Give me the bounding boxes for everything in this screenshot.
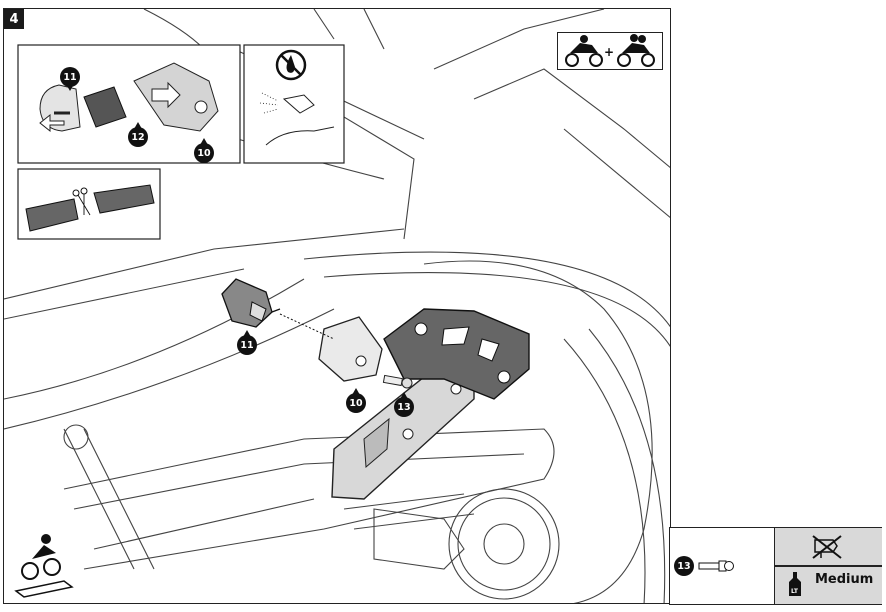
svg-text:+: + (604, 45, 614, 59)
callout-11-main: 11 (237, 330, 257, 355)
step-number-badge: 4 (4, 9, 24, 29)
detail-inset-cleaning (243, 44, 345, 164)
callout-11-detail: 11 (60, 67, 80, 91)
legend-part-13-number: 13 (674, 556, 694, 576)
bolt-13-icon (698, 560, 734, 572)
two-up-riding-icon: + (557, 32, 663, 70)
legend-instructions-column: LT Medium (774, 528, 882, 604)
callout-10-main: 10 (346, 388, 366, 413)
callout-12-detail: 12 (128, 122, 148, 147)
bolt-13 (382, 374, 413, 389)
motorcycle-rear-illustration (4, 9, 670, 603)
fastener-legend: 13 LT Medium (669, 527, 882, 605)
callout-13-main: 13 (394, 392, 414, 417)
detail-inset-pads (17, 168, 161, 240)
callout-10-detail: 10 (194, 138, 214, 163)
svg-text:LT: LT (791, 588, 799, 595)
motorcycle-on-lift-icon (14, 534, 74, 598)
clamp-part-11 (221, 278, 281, 328)
threadlocker-strength-label: Medium (815, 572, 874, 587)
main-illustration-panel: 4 + 11 12 10 11 10 (3, 8, 671, 604)
clamp-part-10 (318, 316, 383, 382)
mounting-bracket (383, 308, 530, 400)
no-power-tool-icon (812, 535, 842, 559)
threadlocker-bottle-icon: LT (789, 572, 801, 596)
legend-divider (775, 565, 882, 567)
